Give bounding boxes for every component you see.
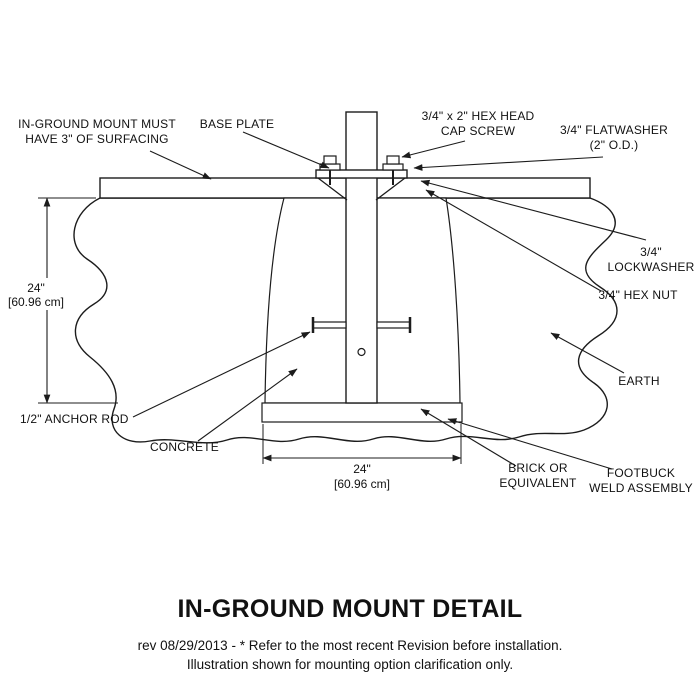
cap-screw-left: [319, 155, 341, 185]
footbuck-weld-assembly: [317, 177, 406, 201]
label-footbuck-1: FOOTBUCK: [607, 466, 675, 480]
leader-flatwasher: [413, 156, 604, 171]
label-brick-2: EQUIVALENT: [499, 476, 577, 490]
label-base-plate: BASE PLATE: [200, 117, 274, 131]
label-surfacing-2: HAVE 3" OF SURFACING: [25, 132, 168, 146]
callout-labels: IN-GROUND MOUNT MUST HAVE 3" OF SURFACIN…: [18, 109, 694, 495]
label-cap-screw-1: 3/4" x 2" HEX HEAD: [422, 109, 535, 123]
post: [345, 111, 378, 404]
earth-section: [73, 197, 618, 444]
leader-anchor-rod: [132, 331, 311, 418]
label-hex-nut: 3/4" HEX NUT: [598, 288, 678, 302]
leader-hex-nut: [425, 189, 602, 292]
leader-surfacing: [149, 150, 212, 180]
leader-cap-screw: [401, 140, 466, 159]
footer-revision-note: rev 08/29/2013 - * Refer to the most rec…: [138, 638, 563, 653]
depth-dim-cm: [60.96 cm]: [8, 295, 64, 309]
brick-base: [261, 402, 463, 423]
label-flatwasher-1: 3/4" FLATWASHER: [560, 123, 668, 137]
leader-lockwasher: [420, 179, 647, 241]
label-flatwasher-2: (2" O.D.): [590, 138, 639, 152]
leader-earth: [550, 332, 625, 374]
label-earth: EARTH: [618, 374, 659, 388]
width-dimension: 24" [60.96 cm]: [262, 424, 462, 491]
label-surfacing-1: IN-GROUND MOUNT MUST: [18, 117, 176, 131]
leader-base-plate: [242, 131, 330, 169]
base-plate: [315, 169, 408, 179]
hex-head-right: [386, 155, 400, 165]
cap-screw-right: [382, 155, 404, 185]
leader-brick: [420, 408, 517, 467]
depth-dimension: 24" [60.96 cm]: [8, 197, 118, 404]
leader-concrete: [197, 368, 298, 442]
label-footbuck-2: WELD ASSEMBLY: [589, 481, 693, 495]
flatwasher-right: [382, 163, 404, 171]
hex-head-left: [323, 155, 337, 165]
label-lockwasher-2: LOCKWASHER: [608, 260, 695, 274]
depth-dim-inches: 24": [27, 281, 45, 295]
anchor-rod-left: [311, 317, 347, 333]
surfacing-layer: [99, 177, 591, 199]
label-cap-screw-2: CAP SCREW: [441, 124, 516, 138]
label-anchor-rod: 1/2" ANCHOR ROD: [20, 412, 129, 426]
page-title: IN-GROUND MOUNT DETAIL: [178, 595, 523, 623]
width-dim-cm: [60.96 cm]: [334, 477, 390, 491]
label-lockwasher-1: 3/4": [640, 245, 662, 259]
width-dim-inches: 24": [353, 462, 371, 476]
label-concrete: CONCRETE: [150, 440, 219, 454]
leader-lines: [132, 131, 647, 470]
footer-illustration-note: Illustration shown for mounting option c…: [187, 657, 513, 672]
anchor-rod-right: [376, 317, 412, 333]
label-brick-1: BRICK OR: [508, 461, 568, 475]
leader-footbuck: [447, 418, 613, 470]
post-hole: [357, 347, 366, 357]
